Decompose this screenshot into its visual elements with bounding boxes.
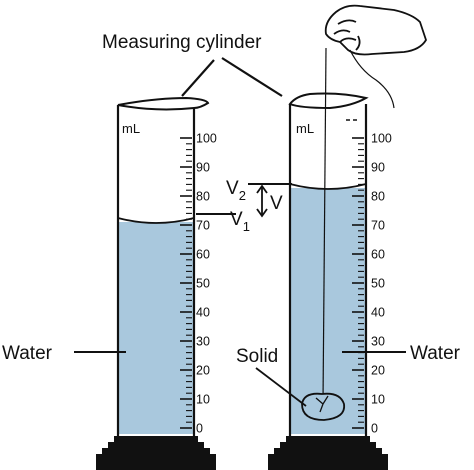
left-scale-tick-label: 70 [196,219,210,233]
left-unit-label: mL [122,121,140,136]
right-scale-tick-label: 40 [371,306,385,320]
right-scale-tick-label: 30 [371,335,385,349]
v-label: V [270,193,283,214]
hand-icon [324,4,427,56]
v2-label: V2 [226,178,246,203]
left-cylinder-wall [116,105,196,436]
left-scale-tick-label: 80 [196,190,210,204]
left-scale-tick-label: 10 [196,393,210,407]
right-scale: 0 10 20 30 40 50 60 70 80 90 100 [352,132,392,436]
left-scale: 0 10 20 30 40 50 60 70 80 90 100 [180,132,217,436]
svg-text:V2: V2 [226,178,246,203]
water-label-right: Water [410,343,461,364]
right-scale-tick-label: 20 [371,364,385,378]
left-cylinder: mL 0 10 20 30 40 50 60 70 80 90 100 [96,96,217,470]
water-label-left: Water [2,343,53,364]
left-scale-tick-label: 20 [196,364,210,378]
left-scale-tick-label: 40 [196,306,210,320]
solid-knot [315,395,329,413]
hand-thread [349,49,395,109]
right-scale-tick-label: 80 [371,190,385,204]
solid-label: Solid [236,346,278,367]
left-scale-tick-label: 90 [196,161,210,175]
right-scale-tick-label: 90 [371,161,385,175]
right-cylinder-wall [288,104,368,436]
right-cylinder: mL 0 10 20 30 40 50 60 70 80 90 100 [268,47,392,470]
volume-difference-arrow [256,184,268,218]
right-scale-tick-label: 10 [371,393,385,407]
title-pointer-right [221,57,283,97]
title-pointer-left [181,59,215,97]
left-scale-tick-label: 50 [196,277,210,291]
right-scale-tick-label: 70 [371,219,385,233]
left-scale-tick-label: 30 [196,335,210,349]
right-cylinder-base [268,436,388,470]
right-cylinder-lip [288,92,369,110]
left-scale-tick-label: 60 [196,248,210,262]
right-scale-tick-label: 50 [371,277,385,291]
v1-label: V1 [230,209,250,234]
hand-drawing [324,4,427,109]
right-scale-tick-label: 0 [371,422,378,436]
left-cylinder-base [96,436,216,470]
diagram-title: Measuring cylinder [102,32,262,53]
right-scale-tick-label: 60 [371,248,385,262]
right-unit-label: mL [296,121,314,136]
left-cylinder-lip [117,96,210,111]
string [322,47,327,403]
left-scale-tick-label: 100 [196,132,217,146]
right-scale-tick-label: 100 [371,132,392,146]
svg-text:V1: V1 [230,209,250,234]
solid-pointer [255,367,307,407]
right-water-meniscus [289,183,367,190]
solid-object [301,392,346,421]
left-scale-tick-label: 0 [196,422,203,436]
